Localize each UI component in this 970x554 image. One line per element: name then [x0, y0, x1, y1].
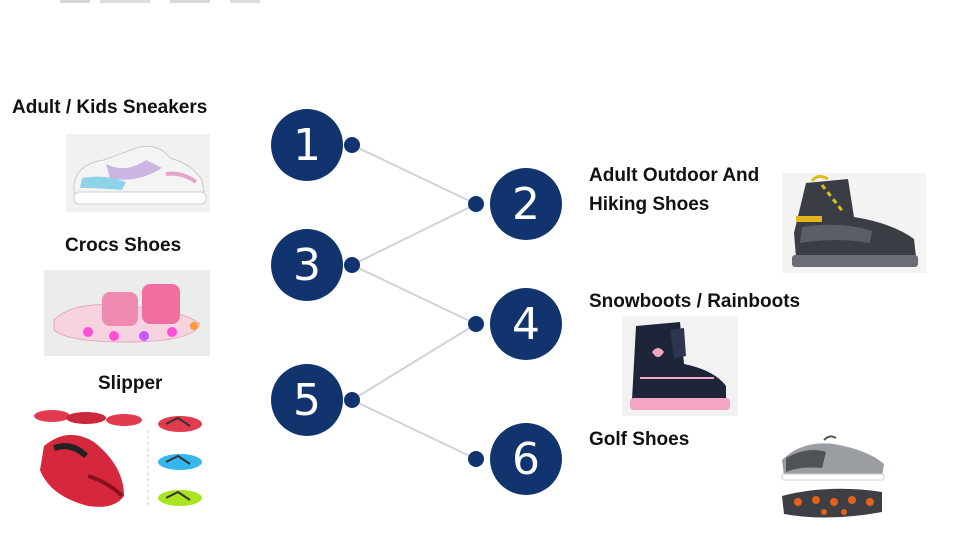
dot-6 [468, 451, 484, 467]
step-circle-5: 5 [271, 364, 343, 436]
dot-2 [468, 196, 484, 212]
flip-flop-image [28, 406, 210, 516]
dot-3 [344, 257, 360, 273]
step-number-6: 6 [512, 433, 540, 485]
step-circle-1: 1 [271, 109, 343, 181]
cropped-header-remnant [60, 0, 260, 3]
label-snowboots-rainboots: Snowboots / Rainboots [589, 291, 801, 312]
connector-3-2 [351, 203, 477, 266]
connector-1-2 [351, 144, 477, 205]
step-number-4: 4 [512, 298, 540, 350]
snow-boot-image [622, 316, 738, 416]
label-golf-shoes: Golf Shoes [589, 429, 690, 450]
hiking-boot-image [782, 173, 926, 273]
step-circle-4: 4 [490, 288, 562, 360]
label-crocs-shoes: Crocs Shoes [65, 235, 182, 256]
golf-shoe-image [778, 432, 888, 526]
light-up-sandal-image [44, 270, 210, 356]
connector-3-4 [351, 264, 477, 325]
connector-dots [344, 137, 484, 467]
step-circle-2: 2 [490, 168, 562, 240]
connector-lines [351, 144, 477, 460]
sneaker-image [66, 134, 210, 212]
step-number-3: 3 [293, 239, 321, 291]
step-number-1: 1 [293, 119, 321, 171]
dot-5 [344, 392, 360, 408]
connector-5-4 [351, 323, 477, 401]
connector-5-6 [351, 399, 477, 460]
step-number-2: 2 [512, 178, 540, 230]
step-circle-6: 6 [490, 423, 562, 495]
step-circle-3: 3 [271, 229, 343, 301]
label-slipper: Slipper [98, 373, 163, 394]
step-number-5: 5 [293, 374, 321, 426]
label-adult-kids-sneakers: Adult / Kids Sneakers [12, 97, 208, 118]
dot-4 [468, 316, 484, 332]
label-adult-outdoor-hiking-shoes: Adult Outdoor And Hiking Shoes [589, 165, 760, 215]
dot-1 [344, 137, 360, 153]
